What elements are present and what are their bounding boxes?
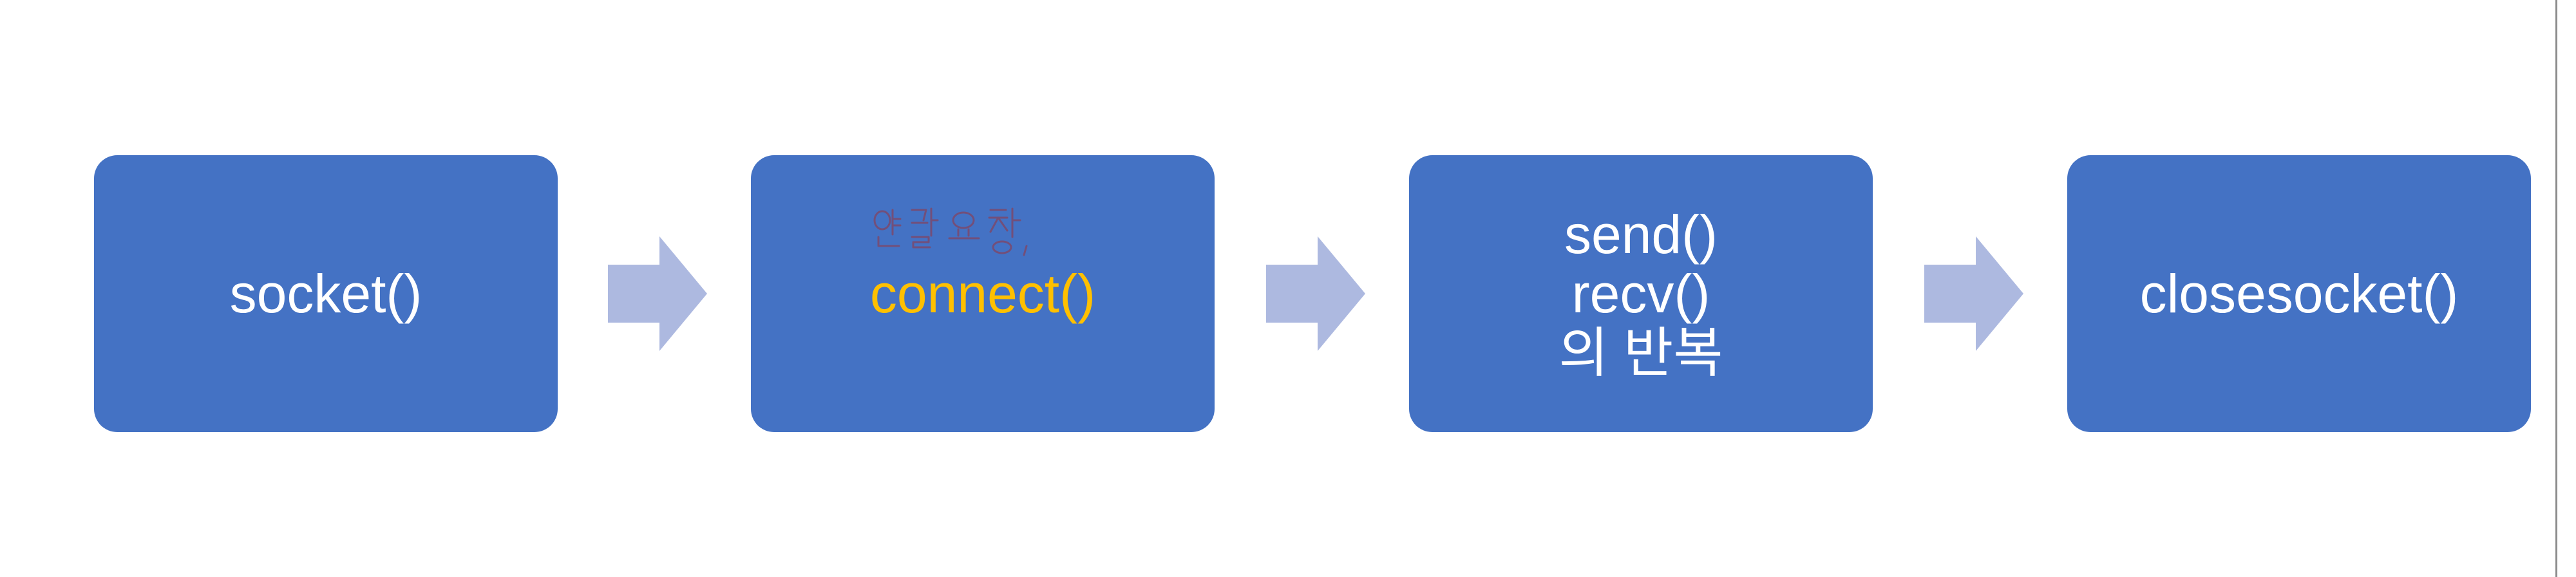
step-box-send-recv: send() recv() 의 반복 <box>1409 155 1873 432</box>
step-label-send-recv: send() recv() 의 반복 <box>1558 204 1723 383</box>
step-label-socket: socket() <box>229 263 422 324</box>
step-box-connect: connect() <box>751 155 1215 432</box>
step-box-closesocket: closesocket() <box>2067 155 2531 432</box>
step-label-connect: connect() <box>869 263 1096 324</box>
slide-edge-divider <box>2555 0 2557 577</box>
step-box-socket: socket() <box>94 155 558 432</box>
handwritten-annotation <box>873 207 1028 256</box>
arrow-right-icon <box>1266 236 1365 351</box>
arrow-right-icon <box>1924 236 2023 351</box>
arrow-right-icon <box>608 236 707 351</box>
step-label-closesocket: closesocket() <box>2139 263 2459 324</box>
